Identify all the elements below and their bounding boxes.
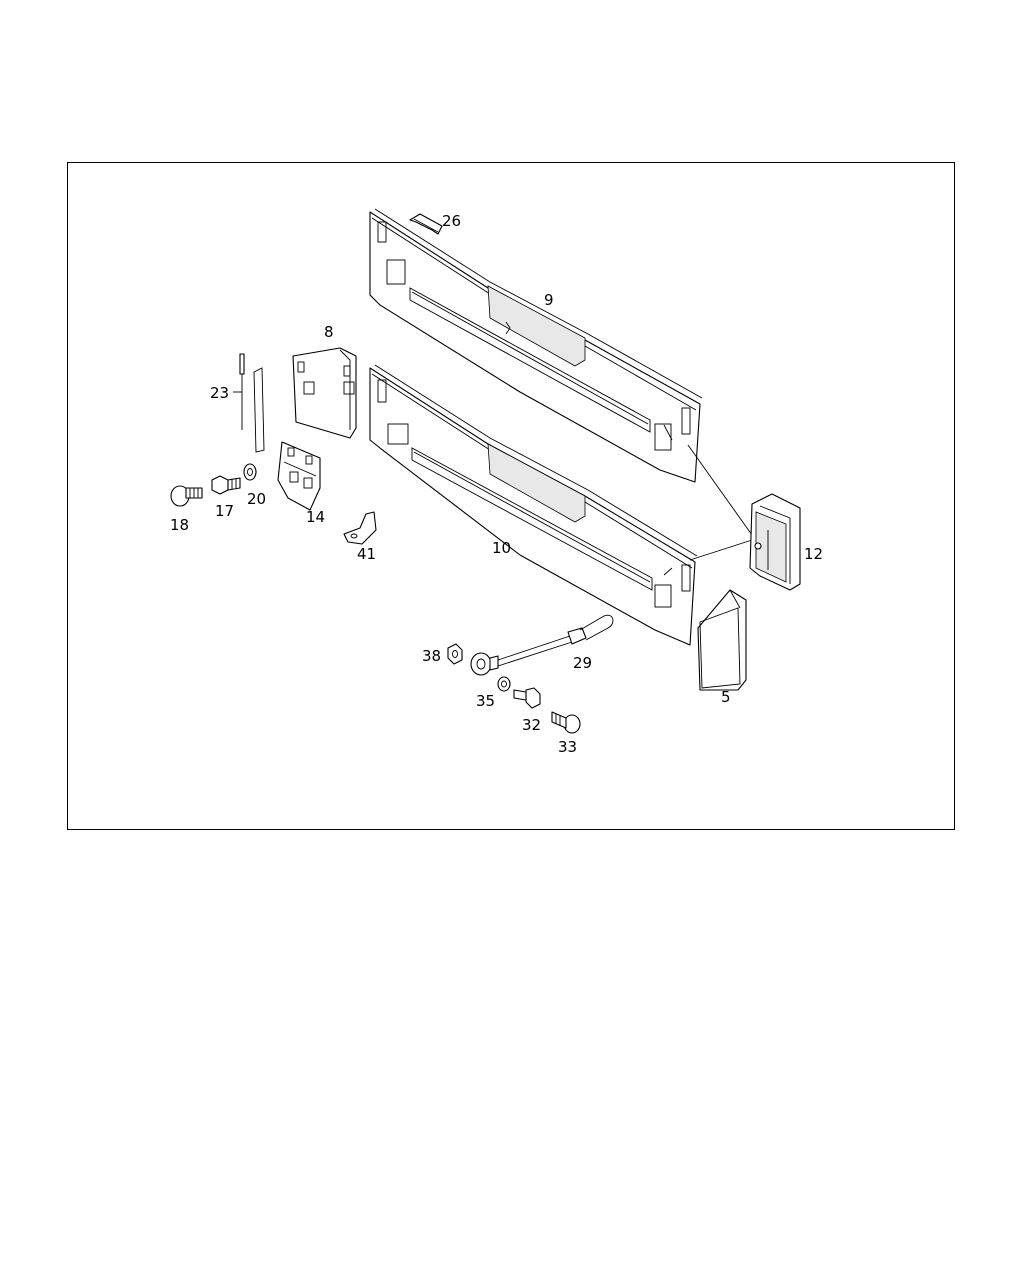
part-35-washer [497, 676, 511, 692]
callout-14: 14 [306, 508, 325, 526]
callout-5: 5 [721, 688, 731, 706]
callout-29: 29 [573, 654, 592, 672]
callout-10: 10 [492, 539, 511, 557]
part-18-flange-bolt [170, 485, 203, 507]
callout-17: 17 [215, 502, 234, 520]
part-17-hex-bolt [211, 475, 241, 495]
part-29-cable [470, 614, 614, 676]
callout-8: 8 [324, 323, 334, 341]
part-20-washer [243, 463, 257, 481]
part-38-nut [447, 643, 463, 665]
callout-35: 35 [476, 692, 495, 710]
leader-lines [687, 444, 753, 561]
part-41-angle-bracket [343, 511, 377, 545]
callout-12: 12 [804, 545, 823, 563]
part-10-lower-panel [369, 364, 698, 646]
callout-33: 33 [558, 738, 577, 756]
callout-26: 26 [442, 212, 461, 230]
part-26-clip [409, 213, 443, 235]
part-12-lamp [749, 493, 801, 591]
part-8-end-cap [292, 347, 357, 439]
callout-23: 23 [210, 384, 229, 402]
callout-41: 41 [357, 545, 376, 563]
callout-32: 32 [522, 716, 541, 734]
part-23-rod [233, 353, 265, 453]
callout-18: 18 [170, 516, 189, 534]
callout-20: 20 [247, 490, 266, 508]
callout-9: 9 [544, 291, 554, 309]
part-5-corner-cap [697, 589, 747, 691]
callout-38: 38 [422, 647, 441, 665]
part-32-hex-bolt [513, 687, 541, 709]
part-9-upper-panel [369, 208, 703, 483]
part-14-bracket [277, 441, 321, 511]
part-33-flange-bolt [551, 711, 581, 734]
diagram-frame [67, 162, 955, 830]
